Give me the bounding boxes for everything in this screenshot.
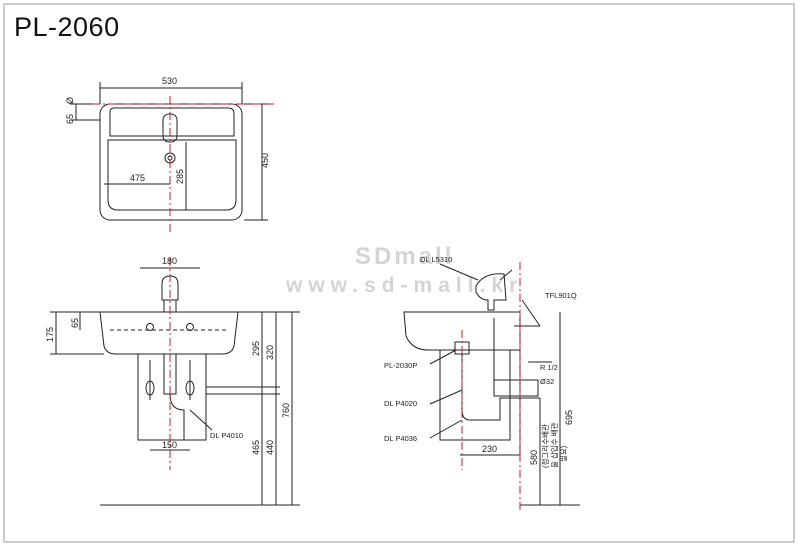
- side-center-lines: [461, 262, 521, 510]
- dim-440: 440: [265, 440, 275, 455]
- watermark-url: www.sd-mall.kr: [286, 274, 524, 297]
- dim-65-front: 65: [70, 318, 80, 328]
- side-faucet: [475, 273, 507, 311]
- dim-180: 180: [162, 256, 177, 266]
- sheet-frame: [3, 3, 795, 543]
- dim-760: 760: [281, 403, 291, 418]
- model-title: PL-2060: [14, 12, 120, 42]
- dim-320: 320: [265, 345, 275, 360]
- side-basin: [403, 311, 521, 351]
- note-line-1: (정그리수배관: [540, 424, 550, 468]
- basin-bowl: [107, 139, 237, 211]
- label-dl-l5310: DL L5310: [420, 255, 452, 264]
- label-dl-p4010: DL P4010: [210, 431, 243, 440]
- top-view: [70, 82, 268, 221]
- label-dl-p4036: DL P4036: [384, 434, 417, 443]
- dim-295: 295: [251, 341, 261, 356]
- label-dl-p4020: DL P4020: [384, 399, 417, 408]
- dim-175: 175: [45, 327, 55, 342]
- dim-hole-dia: Ø: [65, 97, 75, 104]
- dim-530: 530: [162, 76, 177, 86]
- note-line-2: 을 삽입수 배관: [549, 422, 559, 468]
- front-pedestal: [137, 354, 207, 441]
- side-trap: [461, 354, 540, 421]
- dim-475: 475: [130, 173, 145, 183]
- note-line-3: 필요): [558, 445, 568, 462]
- label-pl-2030p: PL-2030P: [384, 361, 417, 370]
- dim-450: 450: [260, 153, 270, 168]
- label-pipe-dia: Ø32: [540, 377, 554, 386]
- front-basin: [99, 311, 239, 355]
- front-view: [50, 267, 300, 506]
- label-r-half: R 1/2: [540, 363, 558, 372]
- dim-65: 65: [65, 114, 75, 124]
- label-tfl901q: TFL901Q: [545, 291, 577, 300]
- dim-150: 150: [162, 440, 177, 450]
- dim-230: 230: [482, 444, 497, 454]
- dim-695: 695: [564, 410, 574, 425]
- dim-465: 465: [251, 440, 261, 455]
- top-center-lines: [92, 96, 274, 232]
- side-pedestal: [439, 350, 511, 441]
- basin-rim: [109, 107, 235, 137]
- dim-580: 580: [529, 450, 539, 465]
- watermark-brand: SDmall: [355, 243, 455, 270]
- dim-285: 285: [175, 169, 185, 184]
- basin-outline: [99, 103, 243, 221]
